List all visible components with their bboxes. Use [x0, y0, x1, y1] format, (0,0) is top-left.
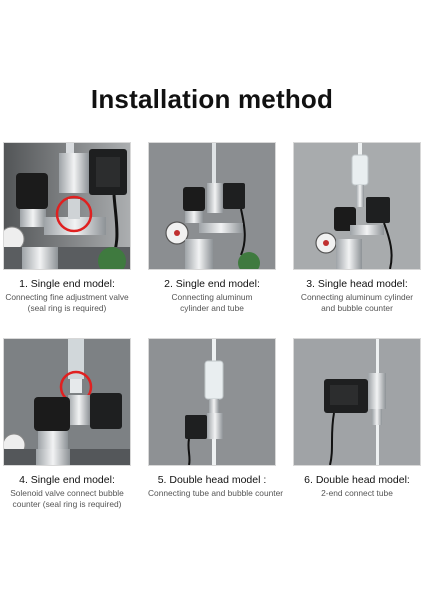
step-1-description: Connecting fine adjustment valve (seal r… — [5, 292, 129, 313]
step-6-photo — [293, 338, 421, 466]
step-5-description: Connecting tube and bubble counter — [148, 488, 284, 498]
solenoid-bubble-counter-closeup-image — [4, 339, 130, 465]
step-5-photo — [148, 338, 276, 466]
step-card-6: 6. Double head model: 2-end connect tube — [293, 338, 421, 499]
step-3-description: Connecting aluminum cylinder and bubble … — [300, 292, 414, 313]
step-2-title: 2. Single end model: — [164, 278, 260, 290]
step-4-photo — [3, 338, 131, 466]
step-card-5: 5. Double head model : Connecting tube a… — [148, 338, 284, 499]
step-4-description: Solenoid valve connect bubble counter (s… — [10, 488, 124, 509]
step-3-title: 3. Single head model: — [306, 278, 408, 290]
step-2-photo — [148, 142, 276, 270]
regulator-with-bubble-counter-image — [294, 143, 420, 269]
step-card-3: 3. Single head model: Connecting aluminu… — [293, 142, 421, 314]
step-2-description: Connecting aluminum cylinder and tube — [171, 292, 253, 313]
step-card-2: 2. Single end model: Connecting aluminum… — [148, 142, 276, 314]
step-3-photo — [293, 142, 421, 270]
step-6-title: 6. Double head model: — [304, 474, 410, 486]
double-head-solenoid-tube-image — [294, 339, 420, 465]
step-card-4: 4. Single end model: Solenoid valve conn… — [3, 338, 131, 510]
step-1-photo — [3, 142, 131, 270]
regulator-with-tube-image — [149, 143, 275, 269]
double-head-bubble-counter-image — [149, 339, 275, 465]
step-5-title: 5. Double head model : — [157, 474, 267, 486]
regulator-valve-closeup-image — [4, 143, 130, 269]
page-title: Installation method — [90, 84, 334, 114]
step-4-title: 4. Single end model: — [19, 474, 115, 486]
step-6-description: 2-end connect tube — [321, 488, 393, 498]
step-1-title: 1. Single end model: — [19, 278, 115, 290]
step-card-1: 1. Single end model: Connecting fine adj… — [3, 142, 131, 314]
